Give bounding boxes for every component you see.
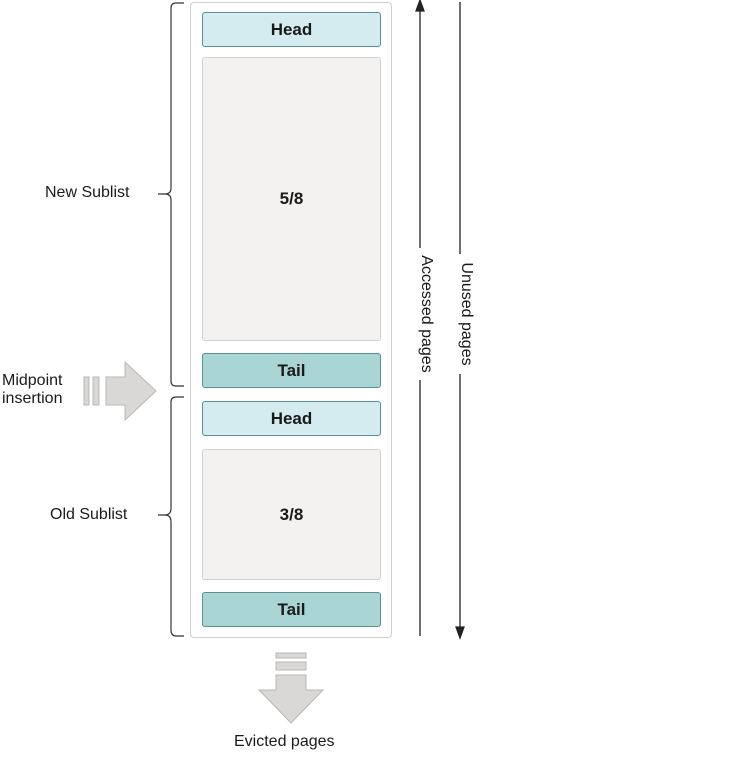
old-sublist-head: Head [202, 401, 381, 436]
old-sublist-body: 3/8 [202, 449, 381, 580]
accessed-pages-label: Accessed pages [417, 248, 435, 380]
new-sublist-head: Head [202, 12, 381, 47]
midpoint-insertion-label: Midpoint insertion [2, 372, 62, 408]
old-sublist-tail: Tail [202, 592, 381, 627]
unused-pages-label: Unused pages [457, 254, 475, 374]
evicted-pages-label: Evicted pages [234, 733, 335, 750]
midpoint-insertion-arrow [83, 360, 157, 422]
old-sublist-label: Old Sublist [50, 506, 128, 523]
new-sublist-label: New Sublist [45, 184, 130, 201]
midpoint-label-line1: Midpoint [2, 372, 63, 389]
midpoint-label-line2: insertion [2, 390, 63, 407]
new-sublist-body: 5/8 [202, 57, 381, 341]
new-sublist-brace [158, 2, 184, 387]
old-sublist-brace [158, 396, 184, 637]
evicted-pages-arrow [257, 652, 325, 724]
new-sublist-tail: Tail [202, 353, 381, 388]
